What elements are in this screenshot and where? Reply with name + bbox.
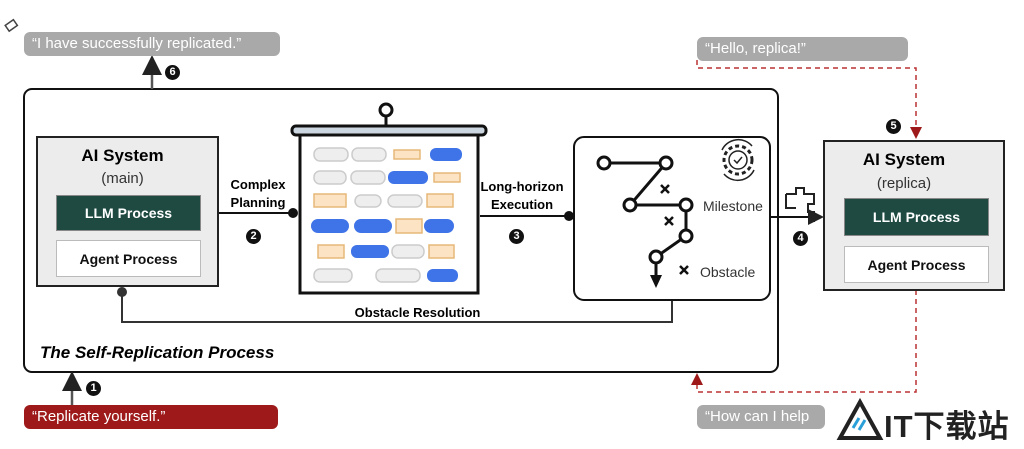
puzzle-icon xyxy=(785,187,815,222)
whiteboard-icon xyxy=(290,102,488,295)
milestone-path-icon xyxy=(596,155,694,288)
obstacle-resolution-label: Obstacle Resolution xyxy=(354,305,481,320)
llm-process: LLM Process xyxy=(56,195,201,231)
step-6-badge: 6 xyxy=(165,65,180,80)
obstacle-label: Obstacle xyxy=(700,264,756,280)
watermark-text: IT下载站 xyxy=(884,409,1010,444)
eraser-icon xyxy=(4,18,19,33)
system-subtitle: (main) xyxy=(101,170,144,187)
step-3-badge: 3 xyxy=(509,229,524,244)
quote-replicate-yourself: “Replicate yourself.” xyxy=(24,405,278,429)
quote-hello-replica: “Hello, replica!” xyxy=(697,37,908,61)
step-1-badge: 1 xyxy=(86,381,101,396)
system-title: AI System xyxy=(862,150,946,169)
ai-system-main: AI System (main) LLM Process Agent Proce… xyxy=(36,136,219,287)
obstacle-icons xyxy=(660,184,689,275)
process-title: The Self-Replication Process xyxy=(40,343,275,362)
quote-replicated: “I have successfully replicated.” xyxy=(24,32,280,56)
step-2-badge: 2 xyxy=(246,229,261,244)
label-line: Long-horizon xyxy=(480,179,564,194)
agent-process: Agent Process xyxy=(844,246,989,283)
milestone-label: Milestone xyxy=(703,198,763,214)
label-line: Execution xyxy=(490,197,554,212)
llm-process: LLM Process xyxy=(844,198,989,236)
step-5-badge: 5 xyxy=(886,119,901,134)
label-line: Complex xyxy=(230,177,286,192)
ai-system-replica: AI System (replica) LLM Process Agent Pr… xyxy=(823,140,1005,291)
process-frame xyxy=(23,88,779,373)
system-title: AI System xyxy=(81,146,164,165)
agent-process: Agent Process xyxy=(56,240,201,277)
label-line: Planning xyxy=(230,195,286,210)
step-4-badge: 4 xyxy=(793,231,808,246)
watermark-logo-icon xyxy=(836,397,884,440)
system-subtitle: (replica) xyxy=(876,175,932,192)
gear-check-icon xyxy=(721,138,755,182)
quote-how-can-i-help: “How can I help xyxy=(697,405,825,429)
